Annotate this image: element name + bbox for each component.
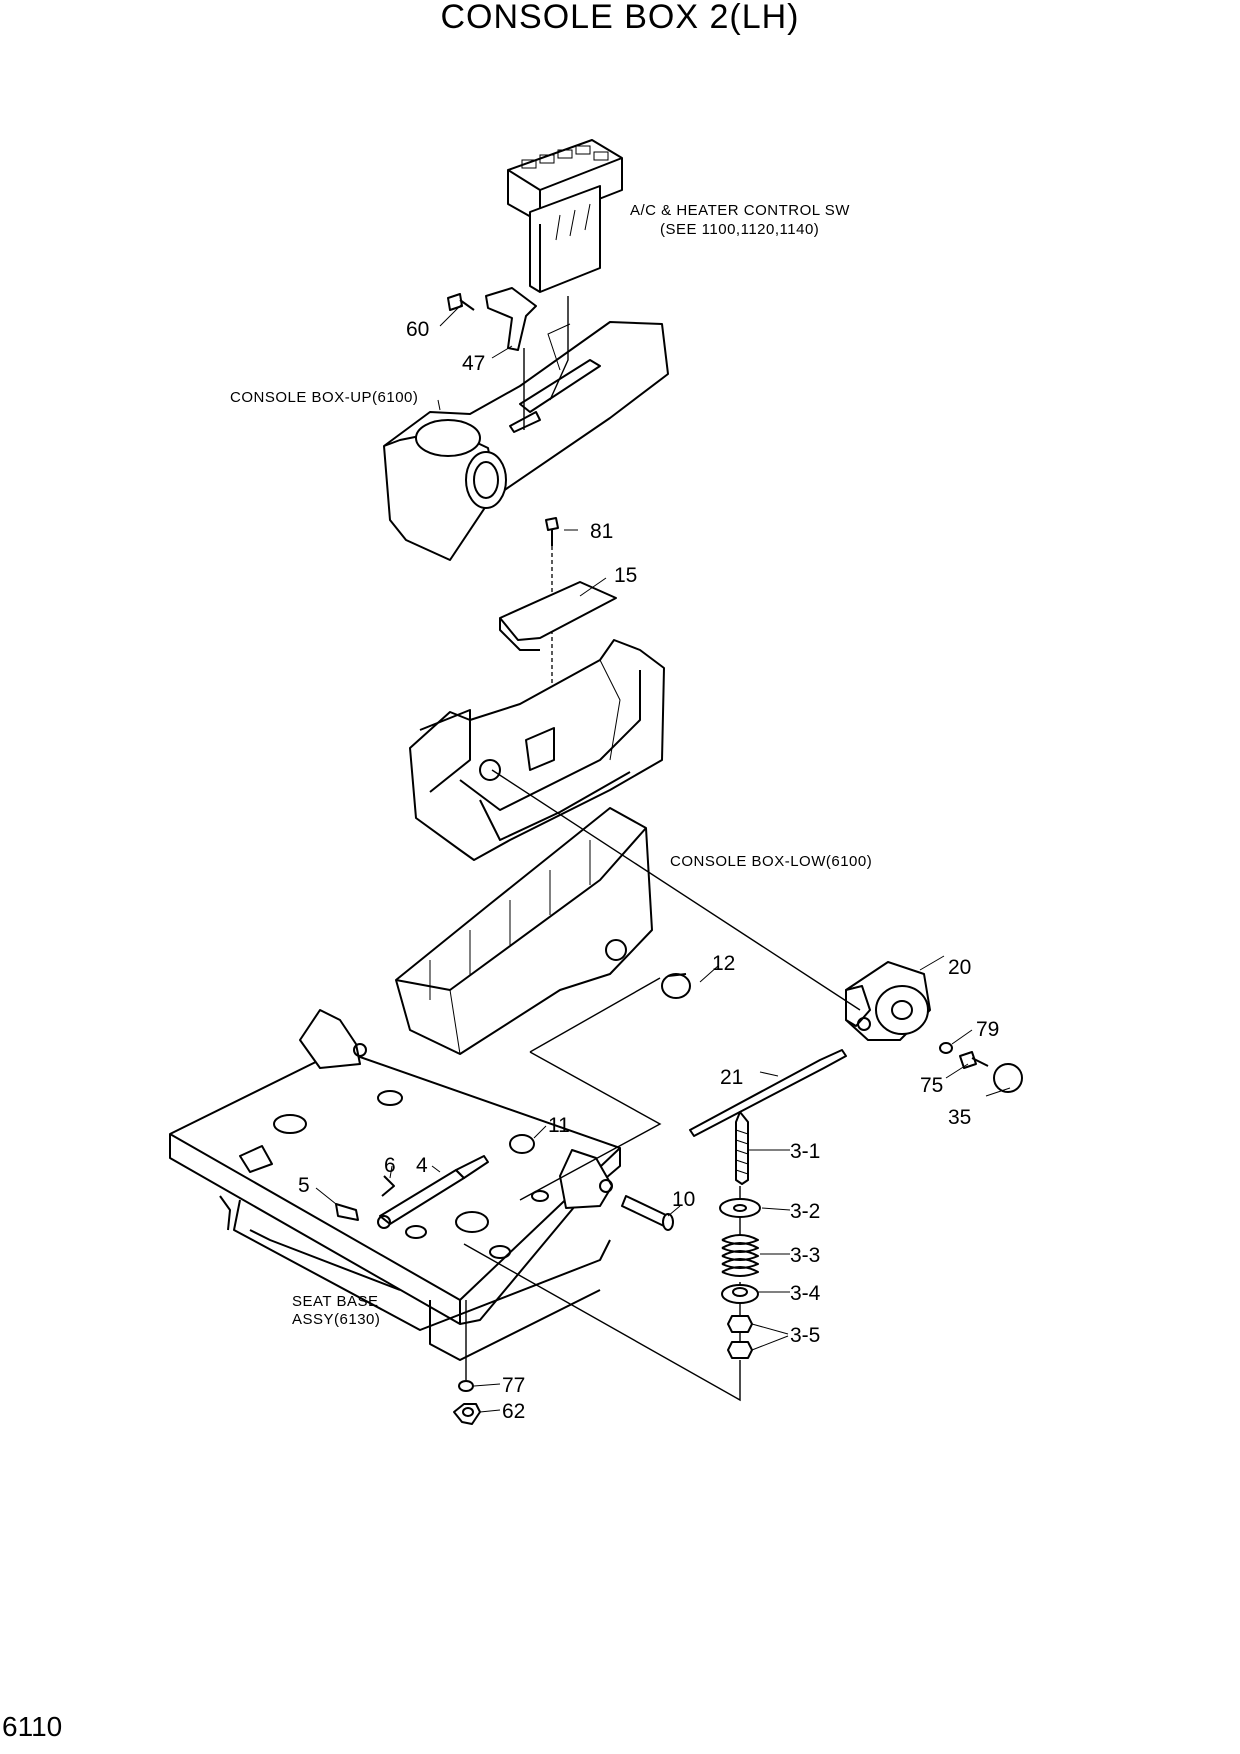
note-seat-base-line1: SEAT BASE [292,1293,378,1310]
cap-35-drawing [993,1063,1023,1093]
callout-35: 35 [948,1106,971,1129]
seat-base-assy-drawing [169,1009,621,1361]
assembly-lines [463,296,861,1402]
washer-3-2-drawing [719,1198,761,1218]
callout-79: 79 [976,1018,999,1041]
leader-lines [315,303,1011,1413]
ac-heater-control-switch-drawing [507,139,623,293]
callout-4: 4 [416,1154,428,1177]
callout-5: 5 [298,1174,310,1197]
callout-77: 77 [502,1374,525,1397]
callout-62: 62 [502,1400,525,1423]
callout-6: 6 [384,1154,396,1177]
callout-12: 12 [712,952,735,975]
washer-3-4-drawing [721,1284,759,1304]
bolt-3-1-drawing [735,1111,749,1185]
callout-15: 15 [614,564,637,587]
washer-77-drawing [458,1380,474,1392]
console-box-up-drawing [383,321,669,561]
note-ac-heater-line2: (SEE 1100,1120,1140) [660,221,819,238]
spring-3-3-drawing [721,1234,759,1277]
handle-20-drawing [845,961,931,1041]
callout-3-5: 3-5 [790,1324,820,1347]
bushing-11-drawing [509,1134,535,1154]
lever-47-drawing [485,287,537,351]
plug-12-drawing [661,973,691,999]
page-title: CONSOLE BOX 2(LH) [440,0,800,36]
rod-21-drawing [689,1049,847,1137]
exploded-parts-diagram: A/C & HEATER CONTROL SW (SEE 1100,1120,1… [169,139,1023,1425]
screw-81-drawing [545,517,559,546]
note-console-box-up: CONSOLE BOX-UP(6100) [230,389,418,406]
nut-3-5-drawing [727,1315,753,1359]
bolt-75-drawing [959,1051,989,1069]
callout-3-1: 3-1 [790,1140,820,1163]
note-console-box-low: CONSOLE BOX-LOW(6100) [670,853,872,870]
gas-spring-4-drawing [377,1155,489,1229]
page-number: 6110 [2,1711,63,1742]
callout-11: 11 [548,1114,570,1137]
callout-20: 20 [948,956,971,979]
bracket-15-drawing [499,581,617,651]
callout-3-4: 3-4 [790,1282,821,1305]
console-box-low-drawing [395,807,653,1055]
note-seat-base-line2: ASSY(6130) [292,1311,380,1328]
callout-3-3: 3-3 [790,1244,820,1267]
callout-21: 21 [720,1066,743,1089]
callout-81: 81 [590,520,613,543]
pin-10-drawing [621,1195,674,1231]
pin-5-drawing [335,1203,359,1221]
callout-47: 47 [462,352,485,375]
console-frame-drawing [409,639,665,861]
note-ac-heater-line1: A/C & HEATER CONTROL SW [630,202,850,219]
callout-3-2: 3-2 [790,1200,820,1223]
washer-79-drawing [939,1042,953,1054]
callout-60: 60 [406,318,429,341]
clip-6-drawing [381,1175,395,1197]
wing-nut-62-drawing [453,1403,481,1425]
screw-60-drawing [447,293,475,311]
callout-10: 10 [672,1188,695,1211]
callout-75: 75 [920,1074,943,1097]
